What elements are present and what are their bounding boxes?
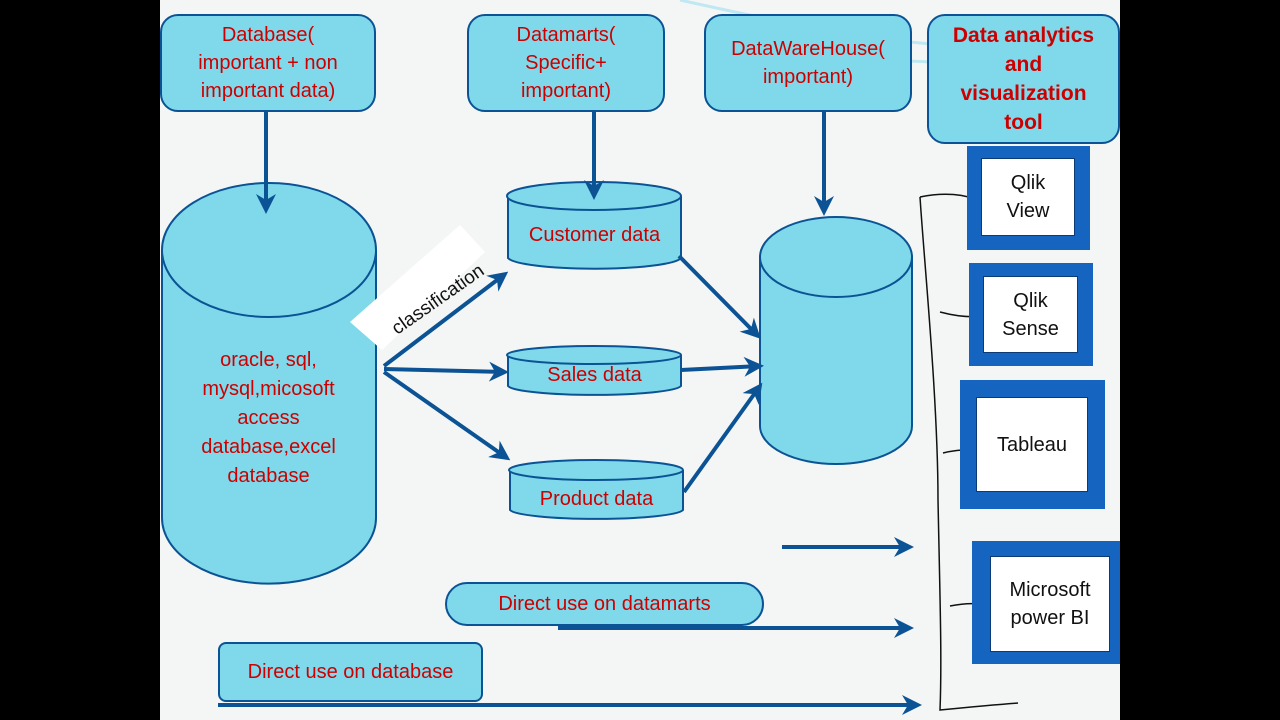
arrow-sales-to-warehouse <box>680 356 764 377</box>
product-data-cylinder <box>508 459 684 520</box>
datamarts-header-box: Datamarts( Specific+ important) <box>467 14 665 112</box>
database-header-box: Database( important + non important data… <box>160 14 376 112</box>
diagram-canvas <box>161 0 1120 715</box>
arrow-customer-to-warehouse <box>677 254 761 339</box>
tool-tableau: Tableau <box>960 380 1105 509</box>
database-cylinder-text: oracle, sql, mysql,micosoft access datab… <box>201 349 336 487</box>
database-cylinder <box>161 182 377 585</box>
analytics-tool-header-box: Data analytics and visualization tool <box>927 14 1120 144</box>
arrows <box>218 112 922 715</box>
slide: Database( important + non important data… <box>160 0 1120 720</box>
classification-label-bg <box>350 225 485 350</box>
product-data-label: Product data <box>539 488 654 510</box>
tool-power-bi: Microsoft power BI <box>972 541 1120 664</box>
customer-data-cylinder <box>506 181 682 270</box>
arrow-to-sales-data <box>383 361 509 382</box>
arrow-to-customer-data <box>382 271 509 368</box>
warehouse-cylinder <box>759 216 913 465</box>
arrow-to-product-data <box>382 370 511 461</box>
warehouse-header-box: DataWareHouse( important) <box>704 14 912 112</box>
tool-qlik-sense: Qlik Sense <box>969 263 1093 366</box>
tool-tableau-label: Tableau <box>976 397 1088 492</box>
tool-qlik-view: Qlik View <box>967 146 1090 250</box>
tool-qlik-sense-label: Qlik Sense <box>983 276 1078 353</box>
tool-power-bi-label: Microsoft power BI <box>990 556 1110 652</box>
sales-data-cylinder <box>506 345 682 396</box>
customer-data-label: Customer data <box>528 224 661 246</box>
tool-qlik-view-label: Qlik View <box>981 158 1075 236</box>
direct-use-datamarts-box: Direct use on datamarts <box>445 582 764 626</box>
direct-use-database-box: Direct use on database <box>218 642 483 702</box>
arrow-product-to-warehouse <box>682 382 763 494</box>
sales-data-label: Sales data <box>547 364 642 386</box>
